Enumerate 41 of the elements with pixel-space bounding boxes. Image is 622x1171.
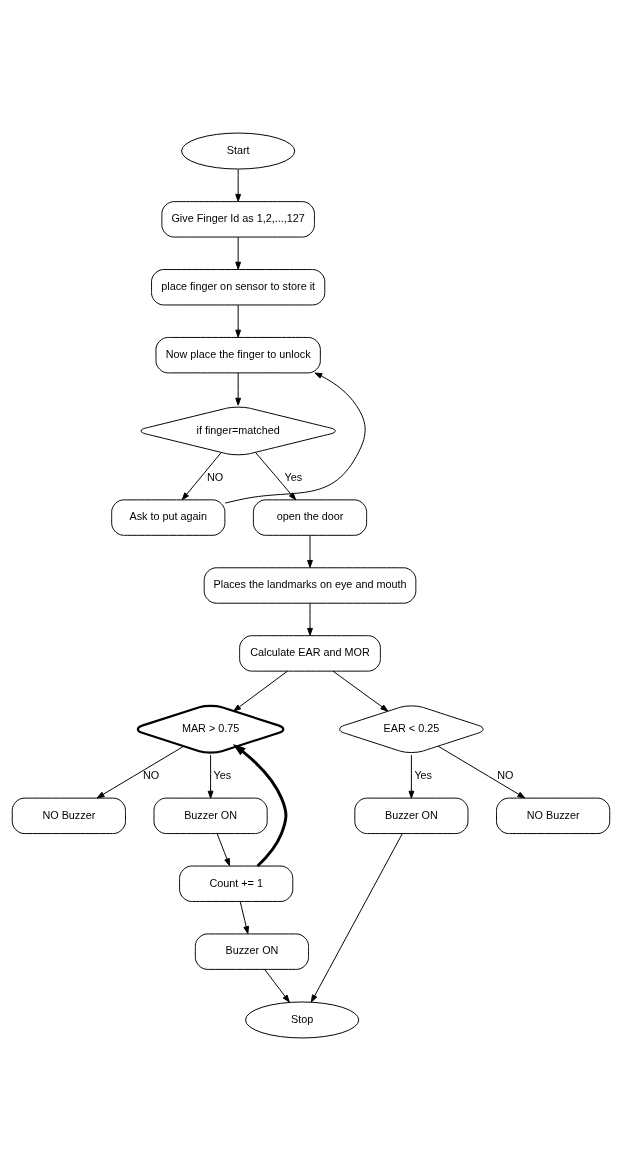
arrow bbox=[235, 168, 242, 202]
node-box: Ask to put again bbox=[111, 499, 226, 536]
arrow bbox=[307, 602, 313, 636]
arrow bbox=[239, 901, 250, 934]
node-box: Now place the finger to unlock bbox=[155, 336, 321, 374]
node-box: Buzzer ON bbox=[153, 797, 268, 835]
edge-label: Yes bbox=[284, 470, 303, 483]
node-box: Buzzer ON bbox=[194, 933, 310, 970]
arrow bbox=[235, 304, 242, 338]
arrow bbox=[437, 745, 526, 799]
arrow bbox=[408, 754, 415, 799]
node-box: Calculate EAR and MOR bbox=[239, 635, 381, 672]
arrow bbox=[264, 968, 290, 1003]
node-box: Give Finger Id as 1,2,...,127 bbox=[161, 201, 315, 238]
arrow bbox=[310, 833, 403, 1003]
node-ellipse: Start bbox=[181, 132, 296, 170]
arrow bbox=[307, 535, 313, 568]
node-box: open the door bbox=[252, 499, 368, 536]
node-ellipse: Stop bbox=[245, 1001, 360, 1039]
node-box: Count += 1 bbox=[179, 865, 294, 902]
arrow bbox=[233, 670, 288, 712]
arrow bbox=[235, 372, 242, 406]
arrow bbox=[235, 236, 242, 270]
node-box: NO Buzzer bbox=[496, 797, 611, 835]
node-box: Buzzer ON bbox=[354, 797, 469, 835]
edge-label: Yes bbox=[213, 769, 232, 782]
arrow bbox=[332, 670, 389, 712]
arrow bbox=[216, 833, 231, 867]
arrow bbox=[232, 743, 288, 868]
arrow bbox=[96, 745, 185, 799]
edge-label: NO bbox=[497, 769, 514, 782]
arrow bbox=[255, 451, 297, 501]
edge-label: NO bbox=[206, 470, 224, 483]
arrow bbox=[224, 372, 366, 504]
arrow bbox=[181, 451, 222, 501]
node-box: Places the landmarks on eye and mouth bbox=[203, 567, 417, 604]
node-box: place finger on sensor to store it bbox=[151, 269, 326, 306]
edge-label: Yes bbox=[414, 769, 433, 782]
arrow bbox=[207, 754, 214, 799]
edge-label: NO bbox=[142, 769, 160, 782]
node-box: NO Buzzer bbox=[11, 797, 126, 835]
